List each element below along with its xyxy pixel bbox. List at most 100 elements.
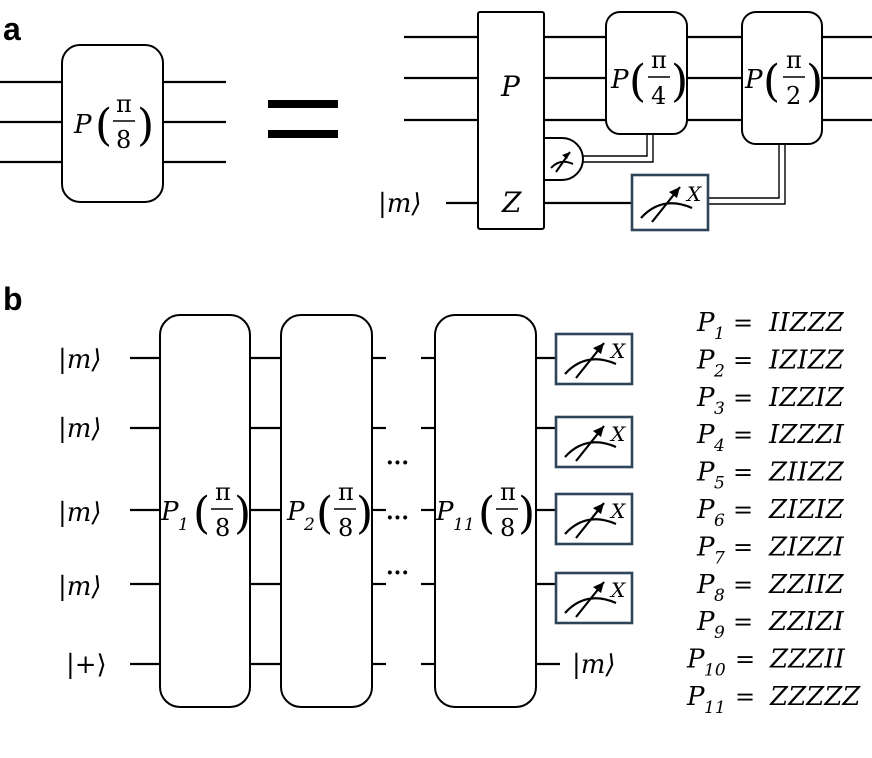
x-measure-meter-a: X [630, 173, 710, 232]
pauli-string: ZZIZI [768, 607, 844, 637]
svg-text:π: π [651, 46, 667, 74]
pauli-name: P [696, 532, 715, 562]
svg-text:8: 8 [338, 514, 353, 542]
svg-text:π: π [116, 90, 132, 118]
pauli-string: IZZIZ [768, 383, 845, 413]
pauli-string: ZIZZI [768, 532, 844, 562]
pauli-subscript: 9 [714, 623, 725, 643]
lhs-gate-p-pi8: P ( π 8 ) [61, 44, 164, 203]
pauli-subscript: 10 [704, 661, 726, 681]
ellipsis: ··· [386, 450, 409, 476]
svg-text:π: π [215, 478, 231, 506]
small-measure-meter [543, 137, 584, 181]
svg-text:4: 4 [651, 82, 666, 110]
svg-text:P: P [73, 110, 92, 140]
gate-p11-pi8: P 11 ( π 8 ) [434, 314, 537, 708]
pauli-equals: = [735, 683, 755, 711]
pauli-subscript: 1 [714, 324, 725, 344]
panel-b-wires [130, 356, 560, 666]
gate-p1-pi8: P 1 ( π 8 ) [159, 314, 251, 708]
svg-text:P: P [744, 65, 763, 95]
pauli-name: P [696, 458, 715, 488]
pauli-string: IZIZZ [768, 345, 845, 375]
pauli-name: P [696, 345, 715, 375]
svg-text:π: π [338, 478, 354, 506]
svg-text:8: 8 [500, 514, 515, 542]
pauli-subscript: 7 [714, 548, 725, 568]
input-state: |m⟩ [58, 498, 102, 528]
x-measure-meter: X [554, 415, 634, 469]
pauli-equals: = [733, 608, 753, 636]
panel-a-label: a [3, 11, 21, 47]
pauli-equals: = [735, 646, 755, 674]
pauli-string: ZIZIZ [768, 495, 845, 525]
panel-b-label: b [3, 281, 23, 317]
svg-text:2: 2 [786, 82, 801, 110]
svg-text:X: X [609, 422, 626, 446]
pauli-equals: = [733, 346, 753, 374]
svg-text:): ) [518, 488, 535, 539]
pauli-subscript: 4 [713, 436, 725, 456]
svg-text:(: ( [629, 56, 646, 107]
x-measure-meter: X [554, 571, 634, 625]
svg-text:(: ( [478, 488, 495, 539]
svg-text:): ) [137, 100, 154, 151]
pauli-subscript: 2 [713, 361, 725, 381]
svg-text:11: 11 [453, 515, 475, 535]
input-state: |+⟩ [66, 650, 107, 680]
pauli-name: P [696, 607, 715, 637]
equals-sign [268, 100, 338, 138]
svg-text:(: ( [316, 488, 333, 539]
svg-text:): ) [356, 488, 373, 539]
pauli-string: ZZIIZ [768, 570, 845, 600]
input-states: |m⟩ |m⟩ |m⟩ |m⟩ |+⟩ [58, 345, 107, 680]
pauli-equals: = [733, 309, 753, 337]
svg-text:π: π [500, 478, 516, 506]
pauli-equals: = [733, 496, 753, 524]
pauli-string: IZZZI [768, 420, 844, 450]
output-state-label: |m⟩ [572, 650, 616, 680]
svg-text:2: 2 [303, 515, 315, 535]
pauli-string: ZIIZZ [768, 458, 845, 488]
input-state: |m⟩ [58, 414, 102, 444]
svg-text:X: X [609, 578, 626, 602]
svg-text:Z: Z [501, 186, 522, 219]
pauli-subscript: 3 [714, 399, 725, 419]
svg-text:): ) [234, 488, 251, 539]
gate-p-pi4: P ( π 4 ) [605, 11, 688, 135]
input-state: |m⟩ [58, 345, 102, 375]
pauli-subscript: 5 [714, 474, 725, 494]
classical-wires [582, 134, 786, 205]
svg-text:(: ( [193, 488, 210, 539]
gate-p-pi2: P ( π 2 ) [741, 11, 823, 145]
svg-text:P: P [160, 497, 179, 527]
pauli-name: P [696, 570, 715, 600]
pauli-equals: = [733, 384, 753, 412]
ancilla-state-label: |m⟩ [378, 189, 422, 219]
svg-text:X: X [609, 339, 626, 363]
svg-text:8: 8 [116, 126, 131, 154]
svg-text:(: ( [95, 100, 112, 151]
svg-text:P: P [610, 65, 629, 95]
input-state: |m⟩ [58, 572, 102, 602]
pauli-subscript: 11 [704, 698, 726, 718]
pauli-string: IIZZZ [768, 308, 845, 338]
svg-text:P: P [286, 497, 305, 527]
svg-text:X: X [609, 499, 626, 523]
svg-text:(: ( [763, 56, 780, 107]
pauli-name: P [696, 420, 715, 450]
pauli-subscript: 6 [714, 511, 725, 531]
svg-text:π: π [786, 46, 802, 74]
x-measure-meter: X [554, 492, 634, 546]
svg-text:X: X [685, 182, 702, 206]
